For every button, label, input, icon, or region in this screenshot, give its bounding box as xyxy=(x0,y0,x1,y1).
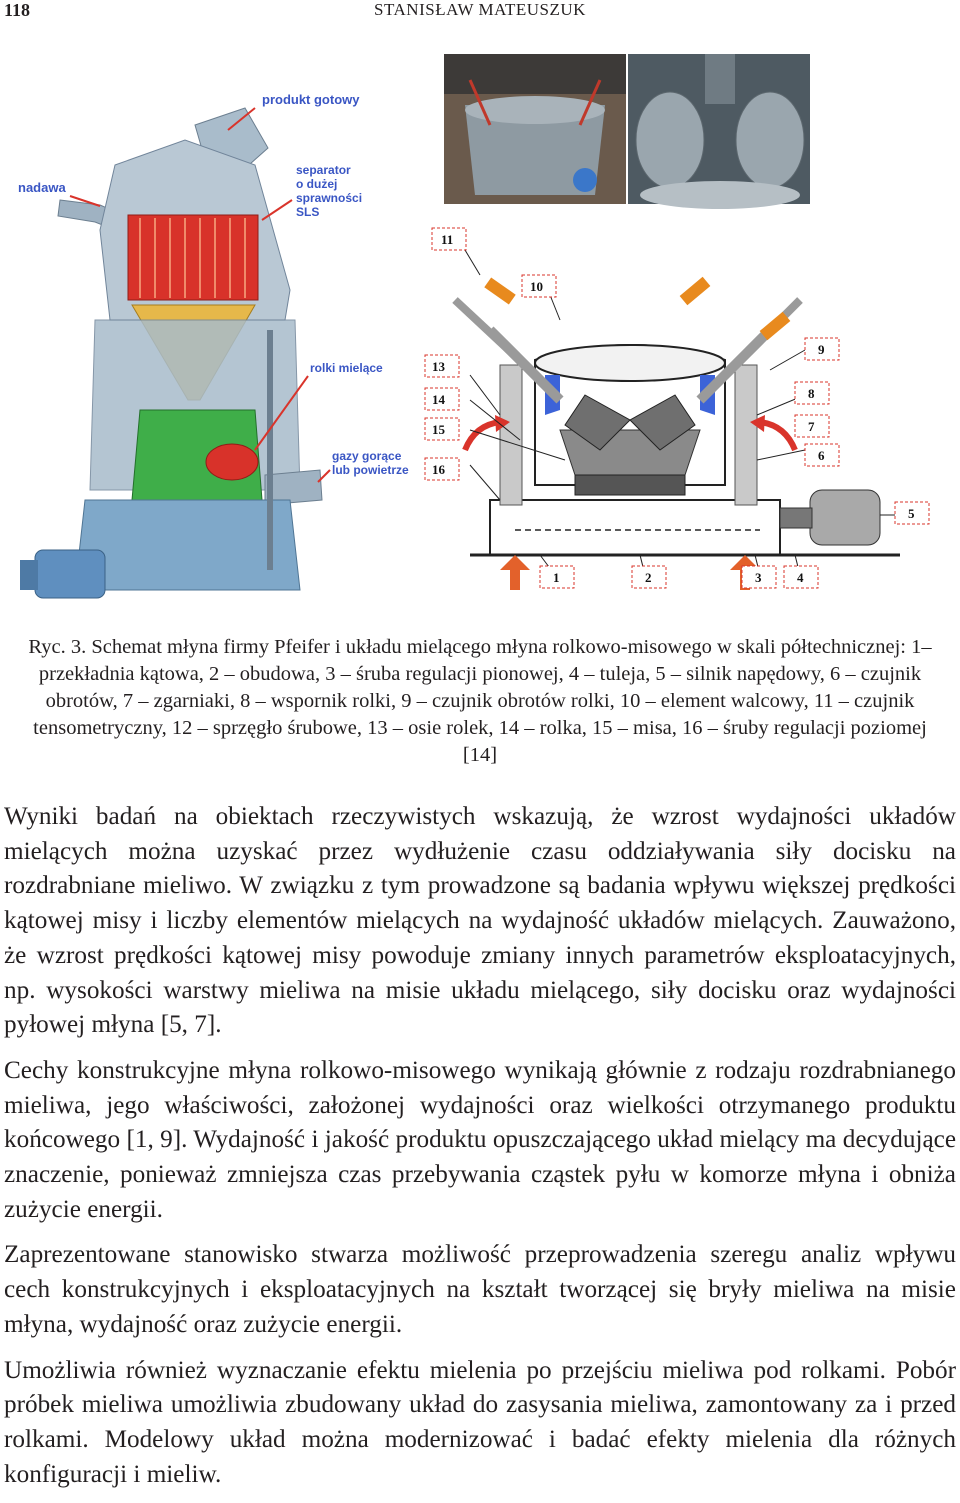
callout-3: 3 xyxy=(755,570,762,585)
label-separator-3: sprawności xyxy=(296,191,362,205)
callout-13: 13 xyxy=(432,359,446,374)
callout-1: 1 xyxy=(553,570,560,585)
label-gazy-2: lub powietrze xyxy=(332,463,409,477)
mill-figure: produkt gotowy nadawa separator o dużej … xyxy=(18,54,930,599)
label-nadawa: nadawa xyxy=(18,180,66,195)
callout-14: 14 xyxy=(432,392,446,407)
callout-2: 2 xyxy=(645,570,652,585)
label-rolki-mielace: rolki mielące xyxy=(310,361,383,375)
label-separator-1: separator xyxy=(296,163,351,177)
callout-7: 7 xyxy=(808,419,815,434)
callout-8: 8 xyxy=(808,386,815,401)
paragraph-2: Cechy konstrukcyjne młyna rolkowo-misowe… xyxy=(4,1056,956,1223)
figure-caption: Ryc. 3. Schemat młyna firmy Pfeifer i uk… xyxy=(28,636,932,766)
label-gazy-1: gazy gorące xyxy=(332,449,402,463)
callout-11: 11 xyxy=(441,232,453,247)
page-number: 118 xyxy=(4,0,31,20)
callout-6: 6 xyxy=(818,448,825,463)
callout-labels: 11 10 13 14 15 16 9 8 7 6 5 1 2 3 4 xyxy=(424,227,930,589)
label-separator-2: o dużej xyxy=(296,177,337,191)
label-separator-4: SLS xyxy=(296,205,319,219)
callout-15: 15 xyxy=(432,422,446,437)
paragraph-3: Zaprezentowane stanowisko stwarza możliw… xyxy=(4,1241,956,1338)
label-produkt-gotowy: produkt gotowy xyxy=(262,92,360,107)
mill-photo-2 xyxy=(628,54,810,209)
paragraph-1: Wyniki badań na obiektach rzeczywistych … xyxy=(4,803,956,1039)
callout-9: 9 xyxy=(818,342,825,357)
callout-16: 16 xyxy=(432,462,446,477)
pfeifer-mill-illustration xyxy=(20,107,323,599)
callout-5: 5 xyxy=(908,506,915,521)
running-title: STANISŁAW MATEUSZUK xyxy=(374,0,586,19)
grinding-unit-schematic xyxy=(452,249,900,590)
mill-photo-1 xyxy=(444,54,626,204)
paragraph-4: Umożliwia również wyznaczanie efektu mie… xyxy=(4,1356,956,1488)
callout-4: 4 xyxy=(797,570,804,585)
body-text: Wyniki badań na obiektach rzeczywistych … xyxy=(4,800,956,1503)
page-header: 118 STANISŁAW MATEUSZUK xyxy=(0,0,960,22)
callout-10: 10 xyxy=(530,279,543,294)
